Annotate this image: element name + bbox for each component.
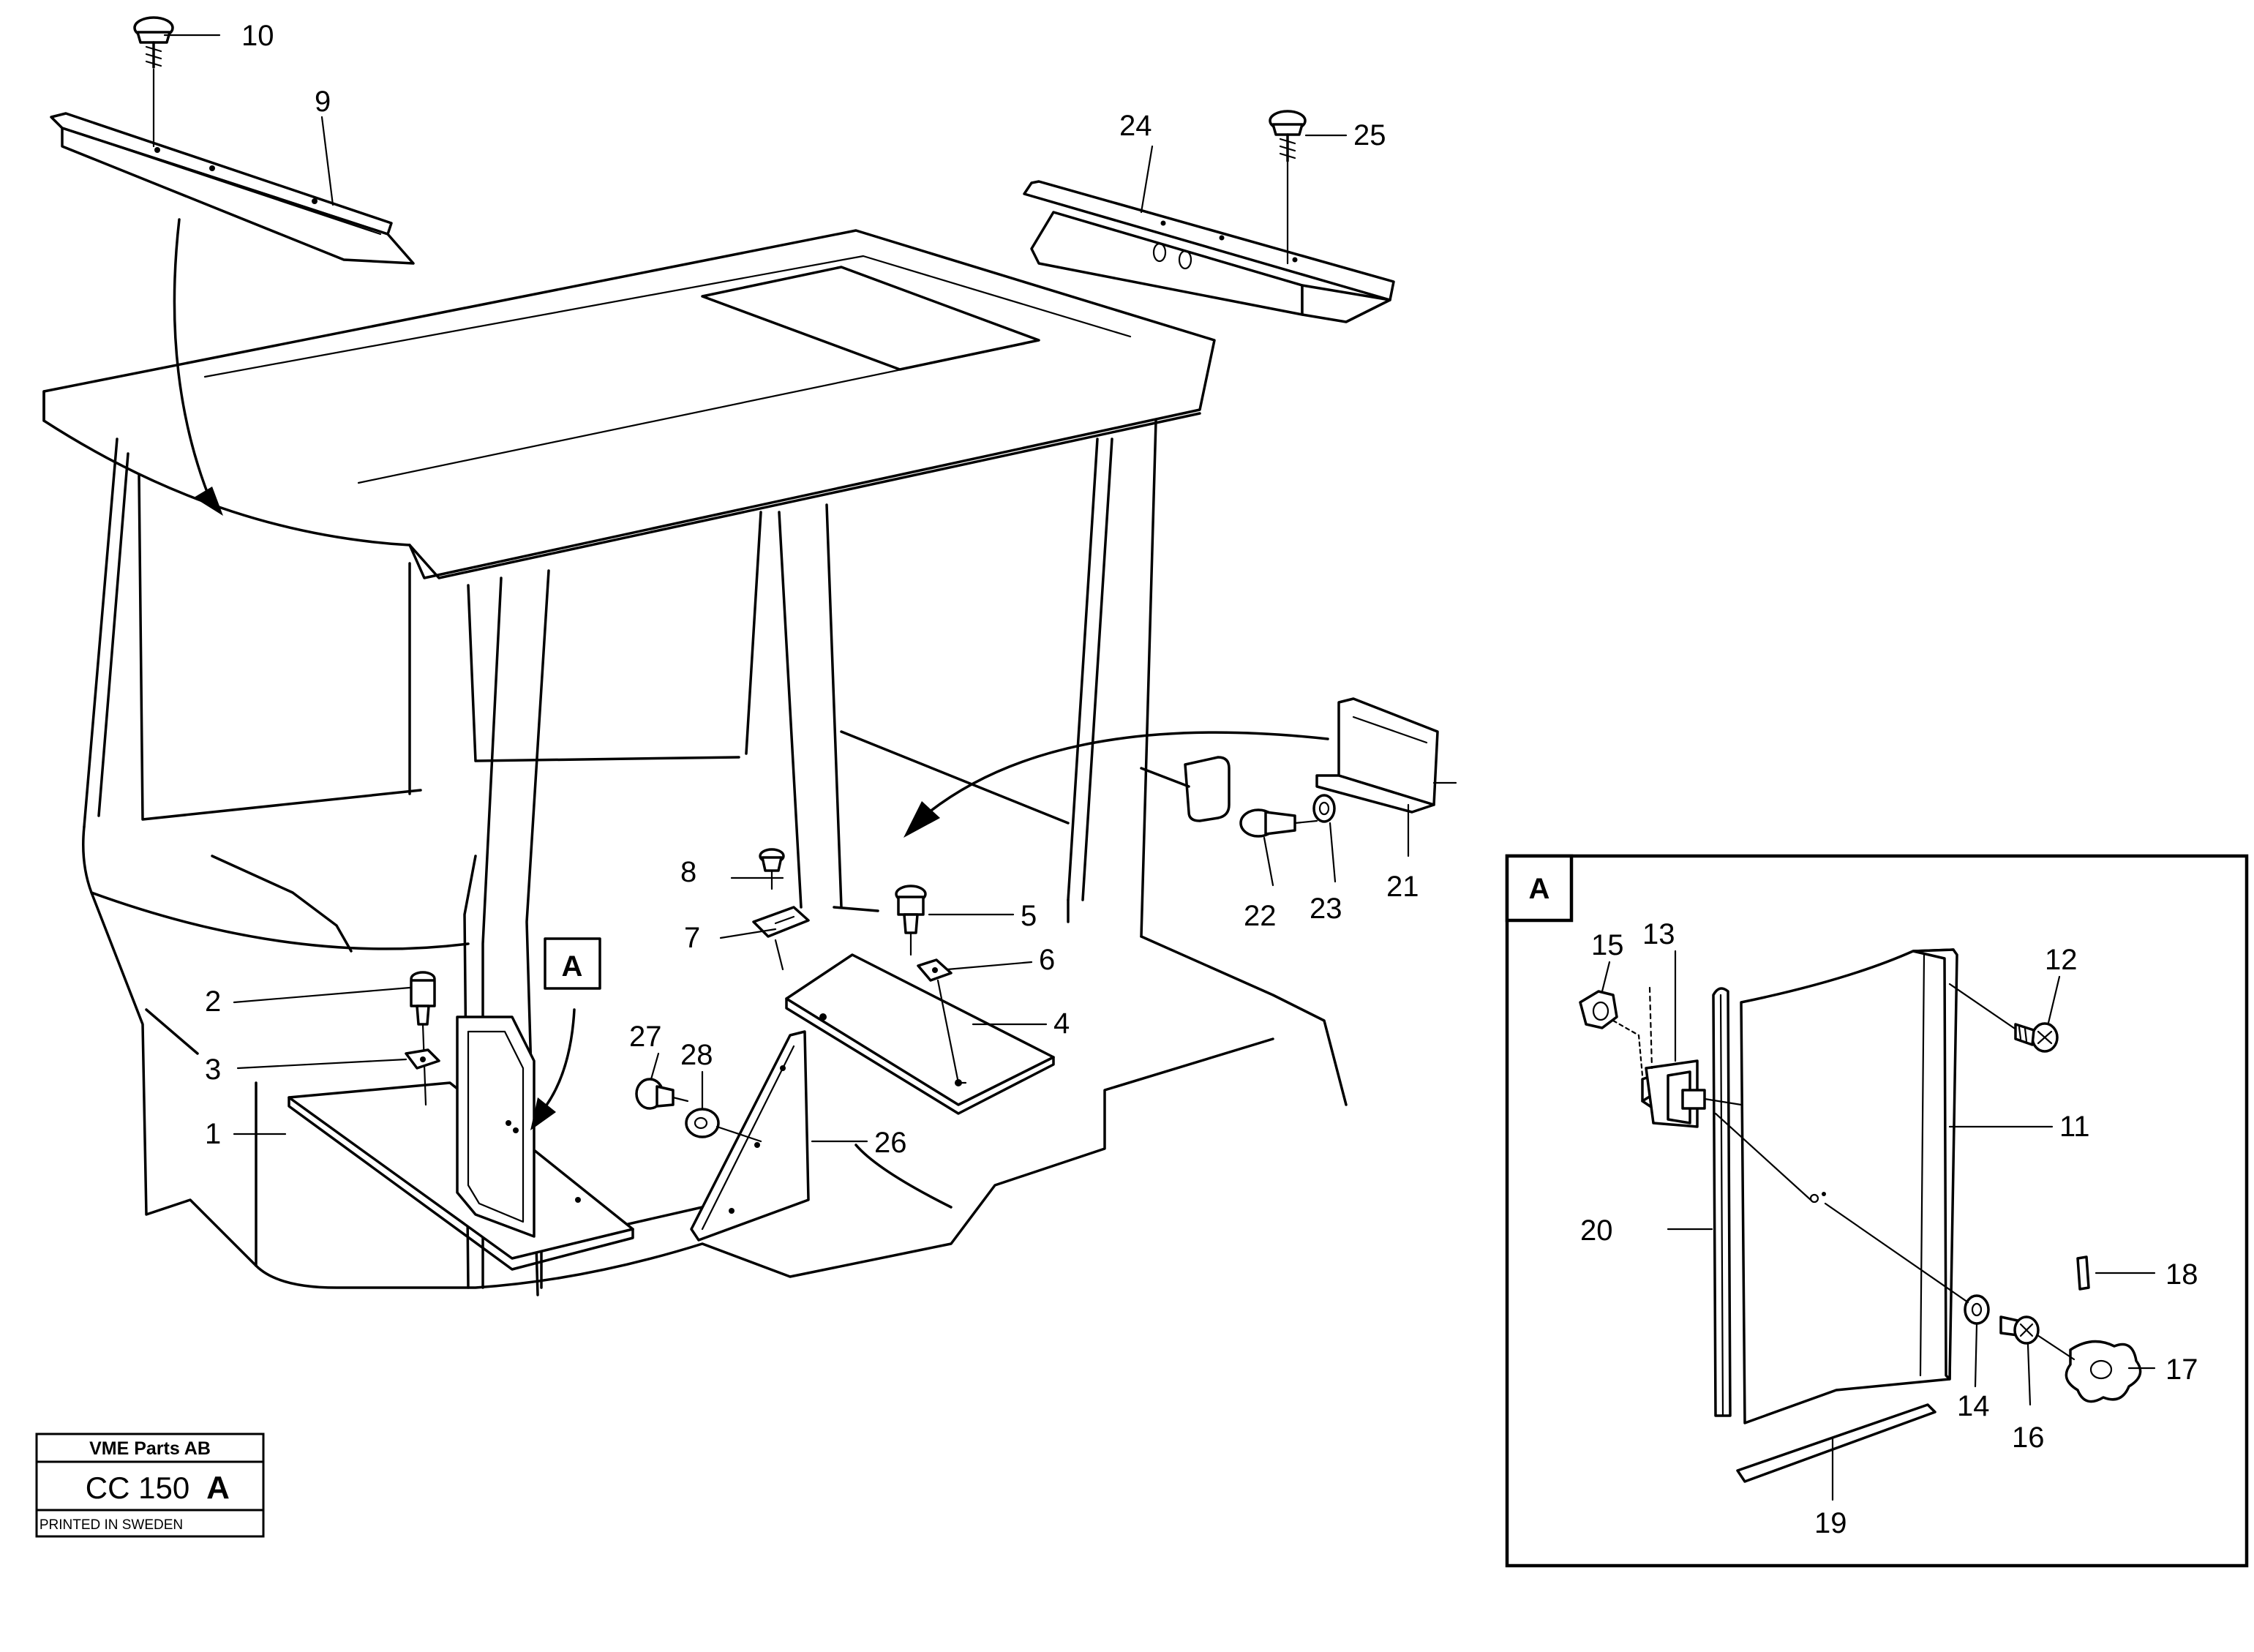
title-suffix: A	[206, 1470, 230, 1506]
detail-marker-a: A	[544, 937, 601, 990]
part-25-screw	[1269, 110, 1307, 265]
part-4-plate	[785, 953, 1055, 1115]
callout-2: 2	[205, 985, 221, 1018]
callout-15: 15	[1591, 929, 1624, 961]
cab-lower-body	[82, 825, 1274, 1289]
leader-lines	[163, 34, 2156, 1501]
callout-9: 9	[315, 86, 331, 118]
arrowhead-9	[194, 487, 223, 516]
arrowhead-21	[904, 801, 940, 838]
part-16-screw	[1824, 1202, 2040, 1345]
roof-hatch	[701, 266, 1040, 371]
callout-5: 5	[1021, 900, 1037, 932]
cab-roof	[42, 229, 1216, 579]
callout-10: 10	[241, 20, 274, 52]
part-18-pin	[2076, 1255, 2090, 1291]
callout-25: 25	[1353, 119, 1386, 151]
part-3-washer	[405, 1048, 440, 1070]
callout-18: 18	[2165, 1258, 2198, 1291]
arrow-9-to-roof	[173, 218, 214, 506]
part-14-washer	[1964, 1294, 1990, 1325]
part-11-door-panel	[1740, 948, 2021, 1424]
callout-23: 23	[1310, 893, 1342, 925]
callout-13: 13	[1642, 918, 1675, 950]
callout-21: 21	[1386, 871, 1419, 903]
part-17-knob	[2036, 1334, 2142, 1403]
part-21-bracket	[1315, 697, 1457, 814]
part-27-bolt	[635, 1078, 689, 1110]
callout-19: 19	[1814, 1507, 1847, 1539]
callout-1: 1	[205, 1118, 221, 1150]
part-22-bolt	[1239, 808, 1318, 838]
detail-frame	[1505, 854, 2249, 1568]
detail-box-a: A	[1505, 854, 2249, 1568]
callout-20: 20	[1580, 1214, 1613, 1247]
arrow-detail-a	[540, 1008, 576, 1114]
callout-11: 11	[2059, 1111, 2090, 1143]
part-24-bracket	[1023, 180, 1395, 323]
detail-label-box	[1505, 854, 1574, 923]
part-23-washer	[1312, 794, 1336, 823]
side-mirror	[1140, 756, 1231, 822]
title-code: CC 150	[86, 1471, 189, 1505]
part-6-plate	[917, 958, 960, 1084]
callout-14: 14	[1957, 1390, 1990, 1422]
callout-26: 26	[874, 1127, 907, 1159]
callout-3: 3	[205, 1054, 221, 1086]
callout-22: 22	[1244, 900, 1277, 932]
callout-16: 16	[2012, 1422, 2045, 1454]
callout-6: 6	[1039, 944, 1055, 976]
part-15-nut	[1579, 990, 1644, 1077]
callout-24: 24	[1119, 110, 1152, 142]
callout-8: 8	[680, 856, 696, 888]
callout-27: 27	[629, 1021, 662, 1053]
door-panel-a	[456, 1015, 536, 1238]
part-13-latch	[1641, 986, 1812, 1201]
part-10-screw	[133, 16, 174, 148]
arrowhead-detail-a	[530, 1097, 556, 1130]
part-12-screw	[2014, 1022, 2059, 1053]
callout-28: 28	[680, 1039, 713, 1071]
title-printed: PRINTED IN SWEDEN	[40, 1517, 183, 1533]
part-19-seal	[1736, 1403, 1936, 1483]
callout-17: 17	[2165, 1353, 2198, 1386]
title-block: VME Parts AB CC 150 A PRINTED IN SWEDEN	[35, 1433, 265, 1538]
callout-4: 4	[1053, 1007, 1070, 1040]
callout-12: 12	[2045, 944, 2078, 976]
part-20-seal	[1712, 987, 1732, 1417]
callout-labels: 10 9 24 25 21 23 22 5 6 4 8 7 2 3 1 27 2…	[205, 20, 2198, 1539]
part-5-bolt	[895, 885, 927, 956]
arrow-21-to-cab	[928, 731, 1329, 814]
part-8-screw	[759, 848, 785, 971]
svg-text:A: A	[562, 950, 583, 983]
svg-text:A: A	[1529, 873, 1550, 905]
title-company: VME Parts AB	[89, 1438, 211, 1459]
part-9-rail	[50, 112, 415, 265]
callout-7: 7	[684, 922, 700, 954]
